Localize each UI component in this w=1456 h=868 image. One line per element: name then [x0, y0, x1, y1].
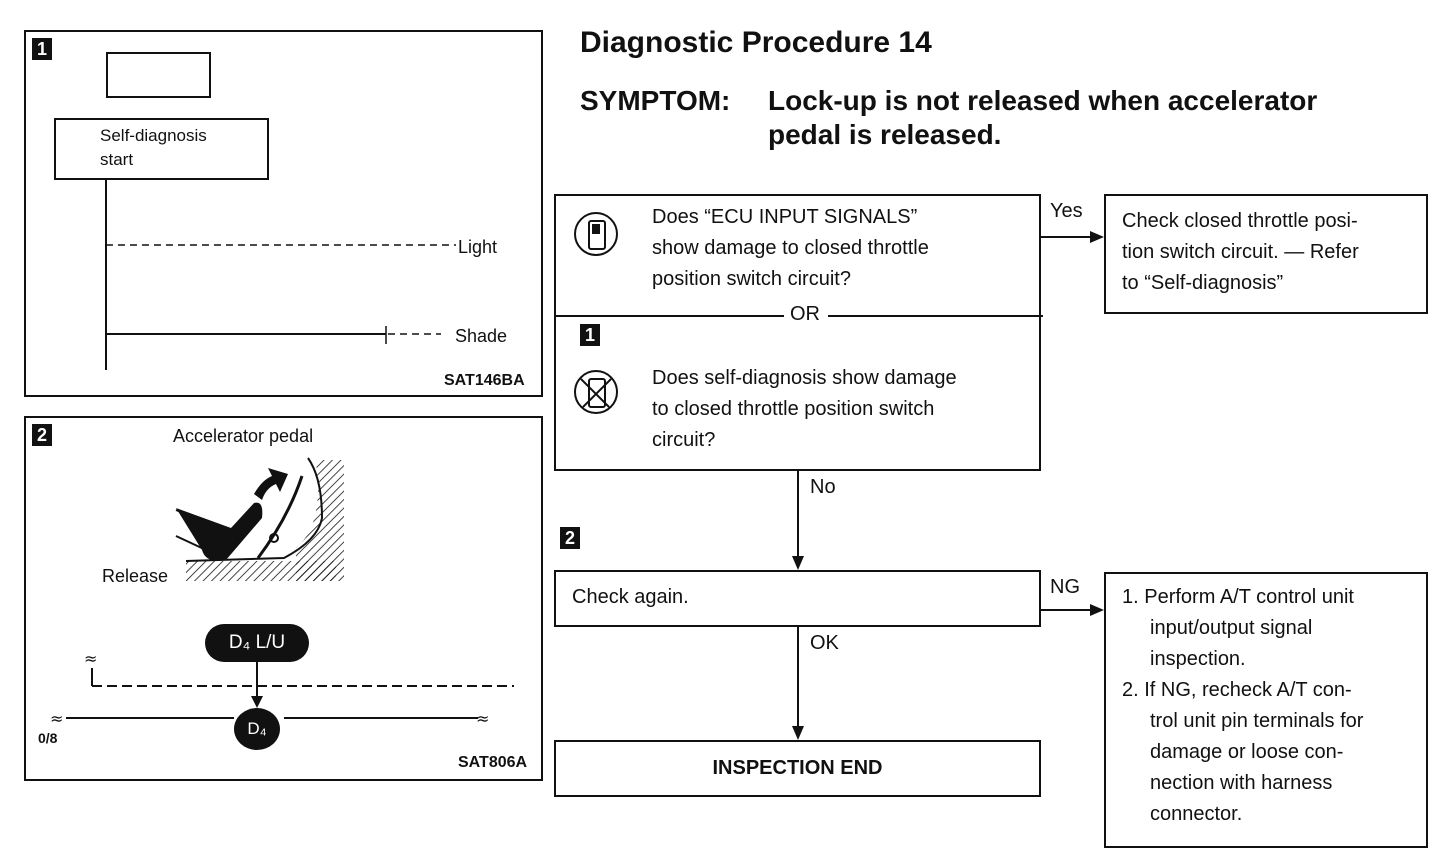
yes-result-line-2: tion switch circuit. — Refer [1122, 241, 1359, 263]
question-1-line-1: Does “ECU INPUT SIGNALS” [652, 206, 918, 228]
figure-2-code: SAT806A [458, 754, 528, 771]
accelerator-pedal-label: Accelerator pedal [173, 426, 314, 446]
inspection-end-text: INSPECTION END [712, 757, 883, 779]
figure-1-code: SAT146BA [444, 372, 525, 389]
symptom-line-1: Lock-up is not released when accelerator [768, 85, 1318, 116]
ng-item-1-cont-b: inspection. [1150, 648, 1246, 670]
ng-item-2-cont-a: trol unit pin terminals for [1150, 710, 1364, 732]
ok-label: OK [810, 632, 839, 654]
question-1-line-2: show damage to closed throttle [652, 237, 929, 259]
question-1-text: Does “ECU INPUT SIGNALS” show damage to … [652, 202, 929, 295]
ng-item-2-cont-b: damage or loose con- [1150, 741, 1344, 763]
svg-text:≈: ≈ [50, 709, 63, 728]
yes-result-line-3: to “Self-diagnosis” [1122, 272, 1284, 294]
or-label: OR [790, 303, 820, 325]
gear-d4-lu-label: D₄ L/U [228, 632, 286, 653]
speed-label: 0/8 [38, 730, 58, 746]
self-diagnosis-start-box: Self-diagnosis start [54, 118, 269, 180]
figure-2-badge: 2 [32, 424, 52, 446]
figure-2-panel: 2 Accelerator pedal ≈ ≈ ≈ [24, 416, 543, 781]
question-2-line-1: Does self-diagnosis show damage [652, 367, 957, 389]
ng-item-1: 1. Perform A/T control unit [1122, 586, 1354, 608]
ng-item-2-cont-d: connector. [1150, 803, 1243, 825]
check-again-box: Check again. [554, 570, 1041, 627]
svg-text:≈: ≈ [476, 709, 489, 728]
figure-1-badge: 1 [32, 38, 52, 60]
no-tester-icon [574, 370, 618, 414]
figure-1-panel: 1 Self-diagnosis start Light Shade SAT14… [24, 30, 543, 397]
ng-item-1-cont-a: input/output signal [1150, 617, 1313, 639]
symptom-label: SYMPTOM: [580, 85, 731, 116]
flow-box-dividers [556, 315, 1043, 317]
ng-result-box: 1. Perform A/T control unit input/output… [1104, 572, 1428, 848]
figure-1-timing-lines [105, 180, 456, 370]
yes-label: Yes [1050, 200, 1083, 222]
yes-result-box: Check closed throttle posi- tion switch … [1104, 194, 1428, 314]
consult-tester-icon [574, 212, 618, 256]
check-again-text: Check again. [572, 586, 689, 608]
self-diagnosis-label: Self-diagnosis [100, 126, 207, 145]
question-2-line-3: circuit? [652, 429, 716, 451]
question-2-line-2: to closed throttle position switch [652, 398, 935, 420]
question-1-line-3: position switch circuit? [652, 268, 851, 290]
step-2-badge: 2 [560, 527, 580, 549]
light-label: Light [458, 237, 498, 257]
gear-d4-label: D₄ [247, 719, 267, 738]
pedal-illustration: ≈ ≈ ≈ [50, 457, 514, 728]
svg-text:≈: ≈ [84, 649, 97, 668]
release-label: Release [102, 566, 169, 586]
page-title: Diagnostic Procedure 14 [580, 26, 932, 59]
gear-d4-lu-indicator: D₄ L/U [205, 624, 309, 662]
no-label: No [810, 476, 836, 498]
shade-label: Shade [455, 326, 508, 346]
ng-label: NG [1050, 576, 1080, 598]
question-box: Does “ECU INPUT SIGNALS” show damage to … [554, 194, 1043, 471]
ng-item-2: 2. If NG, recheck A/T con- [1122, 679, 1352, 701]
start-label: start [100, 150, 134, 169]
ng-item-2-cont-c: nection with harness [1150, 772, 1333, 794]
yes-result-line-1: Check closed throttle posi- [1122, 210, 1358, 232]
symptom-text: Lock-up is not released when accelerator… [768, 84, 1317, 152]
gear-d4-indicator: D₄ [234, 708, 280, 750]
blank-box [106, 52, 211, 98]
symptom-line-2: pedal is released. [768, 119, 1002, 150]
step-1-badge: 1 [580, 324, 600, 346]
inspection-end-box: INSPECTION END [554, 740, 1041, 797]
question-2-text: Does self-diagnosis show damage to close… [652, 363, 957, 456]
